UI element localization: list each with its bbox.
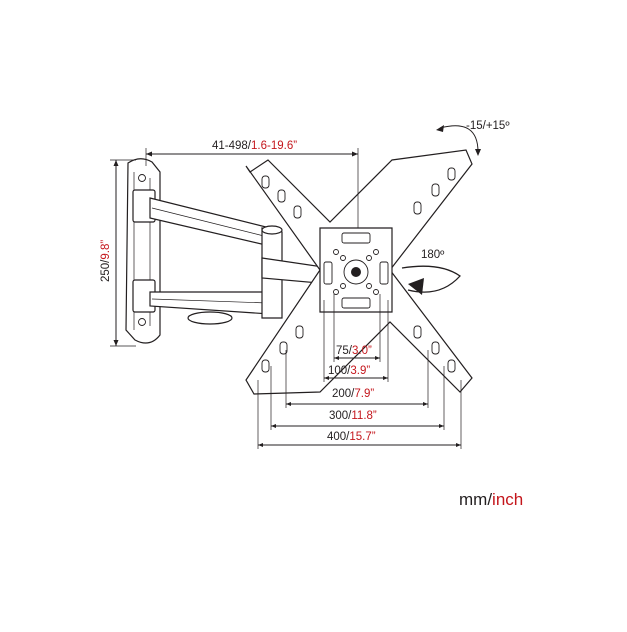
arm-extension-label: 41-498/1.6-19.6” <box>212 140 297 152</box>
units-legend: mm/inch <box>459 490 523 509</box>
wall-screw-hole-bottom <box>138 318 146 326</box>
tilt-arrow-icon <box>436 125 481 156</box>
wall-screw-hole-top <box>138 174 146 182</box>
vesa-plate <box>245 149 473 395</box>
swing-arm <box>149 197 331 325</box>
swivel-arrow-icon <box>401 265 461 295</box>
wall-plate-height-label: 250/9.8” <box>100 240 112 282</box>
plate-slot-top <box>341 232 371 244</box>
vesa-200-label: 200/7.9” <box>332 388 374 400</box>
vesa-300-label: 300/11.8” <box>329 410 377 422</box>
vesa-100-label: 100/3.9” <box>328 365 370 377</box>
swivel-label: 180º <box>421 249 445 261</box>
tilt-label: -15/+15º <box>466 120 510 132</box>
plate-slot-bottom <box>341 297 371 309</box>
vesa-400-label: 400/15.7” <box>327 431 376 443</box>
vesa-75-label: 75/3.0” <box>336 345 372 357</box>
dimension-lines <box>110 148 462 449</box>
wall-plate <box>125 158 161 344</box>
